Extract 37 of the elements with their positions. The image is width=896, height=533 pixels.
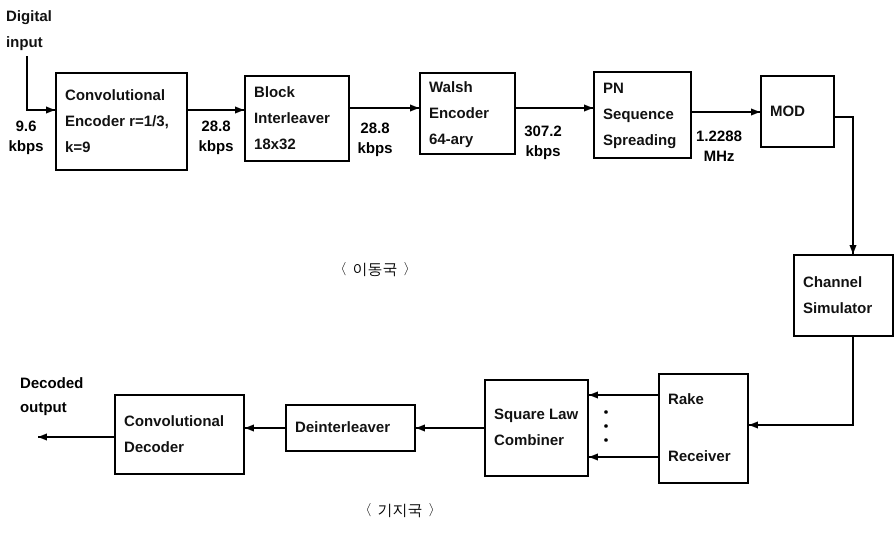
arrow: [38, 433, 114, 441]
box-text: Block Interleaver 18x32: [254, 82, 331, 154]
arrow: [245, 424, 285, 432]
arrow: [416, 424, 484, 432]
box-text: MOD: [770, 102, 806, 122]
arrow: [188, 106, 244, 114]
arrow: [692, 108, 760, 116]
box-text: Channel Simulator: [803, 272, 874, 318]
arrow: [589, 391, 658, 399]
arrow: [749, 337, 854, 429]
process-box: [793, 254, 894, 337]
arrow: [835, 116, 857, 254]
process-box: [419, 72, 516, 155]
box-text: Rake: [668, 390, 705, 410]
process-box: [484, 379, 589, 477]
arrow: [350, 104, 419, 112]
box-text: PN Sequence Spreading: [603, 79, 678, 151]
section-label: 〈 이동국 〉: [332, 259, 418, 280]
arrow: [516, 104, 593, 112]
box-text: Receiver: [668, 447, 732, 467]
box-text: Digital input: [6, 7, 53, 53]
process-box: [55, 72, 188, 171]
process-box: [114, 394, 245, 475]
process-box: [244, 75, 350, 162]
process-box: [593, 71, 692, 159]
box-text: Square Law Combiner: [494, 405, 579, 451]
section-label: 〈 기지국 〉: [356, 500, 444, 521]
box-text: Convolutional Decoder: [124, 412, 225, 458]
box-text: Deinterleaver: [295, 418, 392, 438]
arrow: [26, 56, 55, 114]
process-box: [760, 75, 835, 148]
process-box: [658, 373, 749, 484]
arrow: [589, 453, 658, 461]
box-text: Convolutional Encoder r=1/3, k=9: [65, 86, 170, 158]
process-box: [285, 404, 416, 452]
output-label: Decoded output: [20, 374, 84, 418]
box-text: Walsh Encoder 64-ary: [429, 78, 490, 150]
